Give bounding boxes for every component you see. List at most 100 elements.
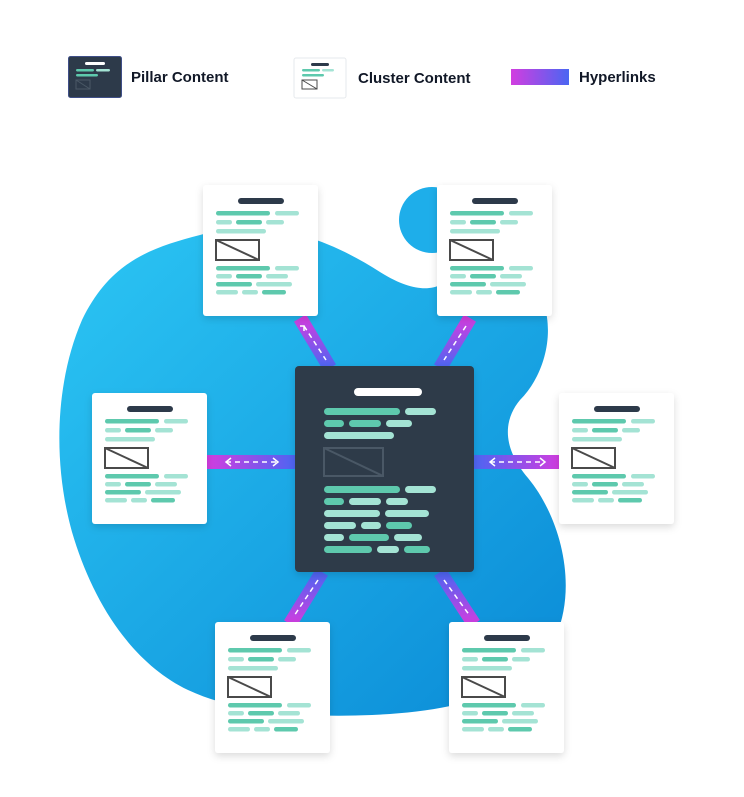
cluster-doc-icon <box>293 57 347 99</box>
cluster-text-line <box>470 274 496 279</box>
cluster-text-line <box>275 266 299 271</box>
cluster-text-line <box>236 220 262 225</box>
image-placeholder-icon <box>227 676 272 698</box>
cluster-text-line <box>631 419 655 424</box>
cluster-text-line <box>462 666 512 671</box>
cluster-text-line <box>164 419 188 424</box>
cluster-text-line <box>164 474 188 479</box>
cluster-text-line <box>490 282 526 287</box>
cluster-text-line <box>512 657 530 662</box>
cluster-text-line <box>262 290 286 295</box>
legend-hyperlinks-label: Hyperlinks <box>579 68 656 86</box>
hyperlink-connector-left <box>207 455 297 469</box>
cluster-text-line <box>228 711 244 716</box>
hyperlink-connector-top-left <box>293 314 337 372</box>
cluster-text-line <box>105 428 121 433</box>
cluster-text-line <box>248 711 274 716</box>
cluster-text-line <box>105 437 155 442</box>
cluster-text-line <box>462 719 498 724</box>
cluster-text-line <box>509 211 533 216</box>
cluster-text-line <box>105 482 121 487</box>
cluster-text-line <box>216 220 232 225</box>
cluster-text-line <box>470 220 496 225</box>
cluster-text-line <box>450 290 472 295</box>
cluster-text-line <box>228 727 250 732</box>
cluster-text-line <box>462 711 478 716</box>
cluster-text-line <box>287 648 311 653</box>
hyperlink-gradient-icon <box>511 69 569 85</box>
cluster-title-bar <box>484 635 530 641</box>
cluster-text-line <box>572 437 622 442</box>
image-placeholder-icon <box>215 239 260 261</box>
cluster-text-line <box>228 703 282 708</box>
cluster-text-line <box>592 428 618 433</box>
cluster-text-line <box>105 498 127 503</box>
image-placeholder-icon <box>571 447 616 469</box>
cluster-title-bar <box>238 198 284 204</box>
cluster-text-line <box>572 419 626 424</box>
cluster-text-line <box>228 719 264 724</box>
cluster-text-line <box>482 657 508 662</box>
cluster-text-line <box>572 474 626 479</box>
cluster-text-line <box>521 648 545 653</box>
cluster-content-page-bottom-left <box>215 622 330 753</box>
cluster-text-line <box>450 266 504 271</box>
legend-pillar-label: Pillar Content <box>131 68 229 86</box>
cluster-content-page-top-left <box>203 185 318 316</box>
cluster-text-line <box>287 703 311 708</box>
cluster-text-line <box>476 290 492 295</box>
cluster-text-line <box>216 229 266 234</box>
cluster-content-page-left <box>92 393 207 524</box>
cluster-text-line <box>105 419 159 424</box>
cluster-text-line <box>496 290 520 295</box>
cluster-text-line <box>228 666 278 671</box>
cluster-text-line <box>216 266 270 271</box>
cluster-title-bar <box>594 406 640 412</box>
legend-hyperlinks: Hyperlinks <box>511 67 656 87</box>
cluster-text-line <box>462 703 516 708</box>
image-placeholder-icon <box>104 447 149 469</box>
cluster-content-page-bottom-right <box>449 622 564 753</box>
cluster-text-line <box>572 498 594 503</box>
image-placeholder-icon <box>449 239 494 261</box>
cluster-text-line <box>482 711 508 716</box>
cluster-text-line <box>500 274 522 279</box>
cluster-content-page-right <box>559 393 674 524</box>
cluster-text-line <box>228 648 282 653</box>
cluster-text-line <box>125 428 151 433</box>
cluster-text-line <box>216 290 238 295</box>
cluster-text-line <box>216 282 252 287</box>
cluster-text-line <box>155 482 177 487</box>
cluster-text-line <box>151 498 175 503</box>
cluster-text-line <box>572 428 588 433</box>
cluster-content-page-top-right <box>437 185 552 316</box>
cluster-text-line <box>500 220 518 225</box>
cluster-text-line <box>216 274 232 279</box>
cluster-text-line <box>622 428 640 433</box>
cluster-text-line <box>450 282 486 287</box>
cluster-text-line <box>256 282 292 287</box>
cluster-text-line <box>450 274 466 279</box>
cluster-text-line <box>228 657 244 662</box>
cluster-text-line <box>450 229 500 234</box>
cluster-text-line <box>462 727 484 732</box>
cluster-text-line <box>598 498 614 503</box>
cluster-text-line <box>631 474 655 479</box>
image-placeholder-icon <box>461 676 506 698</box>
cluster-text-line <box>278 711 300 716</box>
cluster-text-line <box>509 266 533 271</box>
cluster-text-line <box>125 482 151 487</box>
cluster-text-line <box>248 657 274 662</box>
cluster-text-line <box>462 648 516 653</box>
cluster-title-bar <box>127 406 173 412</box>
cluster-text-line <box>572 490 608 495</box>
pillar-text-lines-bottom <box>324 486 436 553</box>
cluster-text-line <box>521 703 545 708</box>
pillar-content-page <box>295 366 474 572</box>
pillar-text-lines-top <box>324 408 436 439</box>
legend-cluster-label: Cluster Content <box>358 69 471 87</box>
cluster-text-line <box>450 220 466 225</box>
pillar-title-bar <box>354 388 422 396</box>
cluster-text-line <box>278 657 296 662</box>
